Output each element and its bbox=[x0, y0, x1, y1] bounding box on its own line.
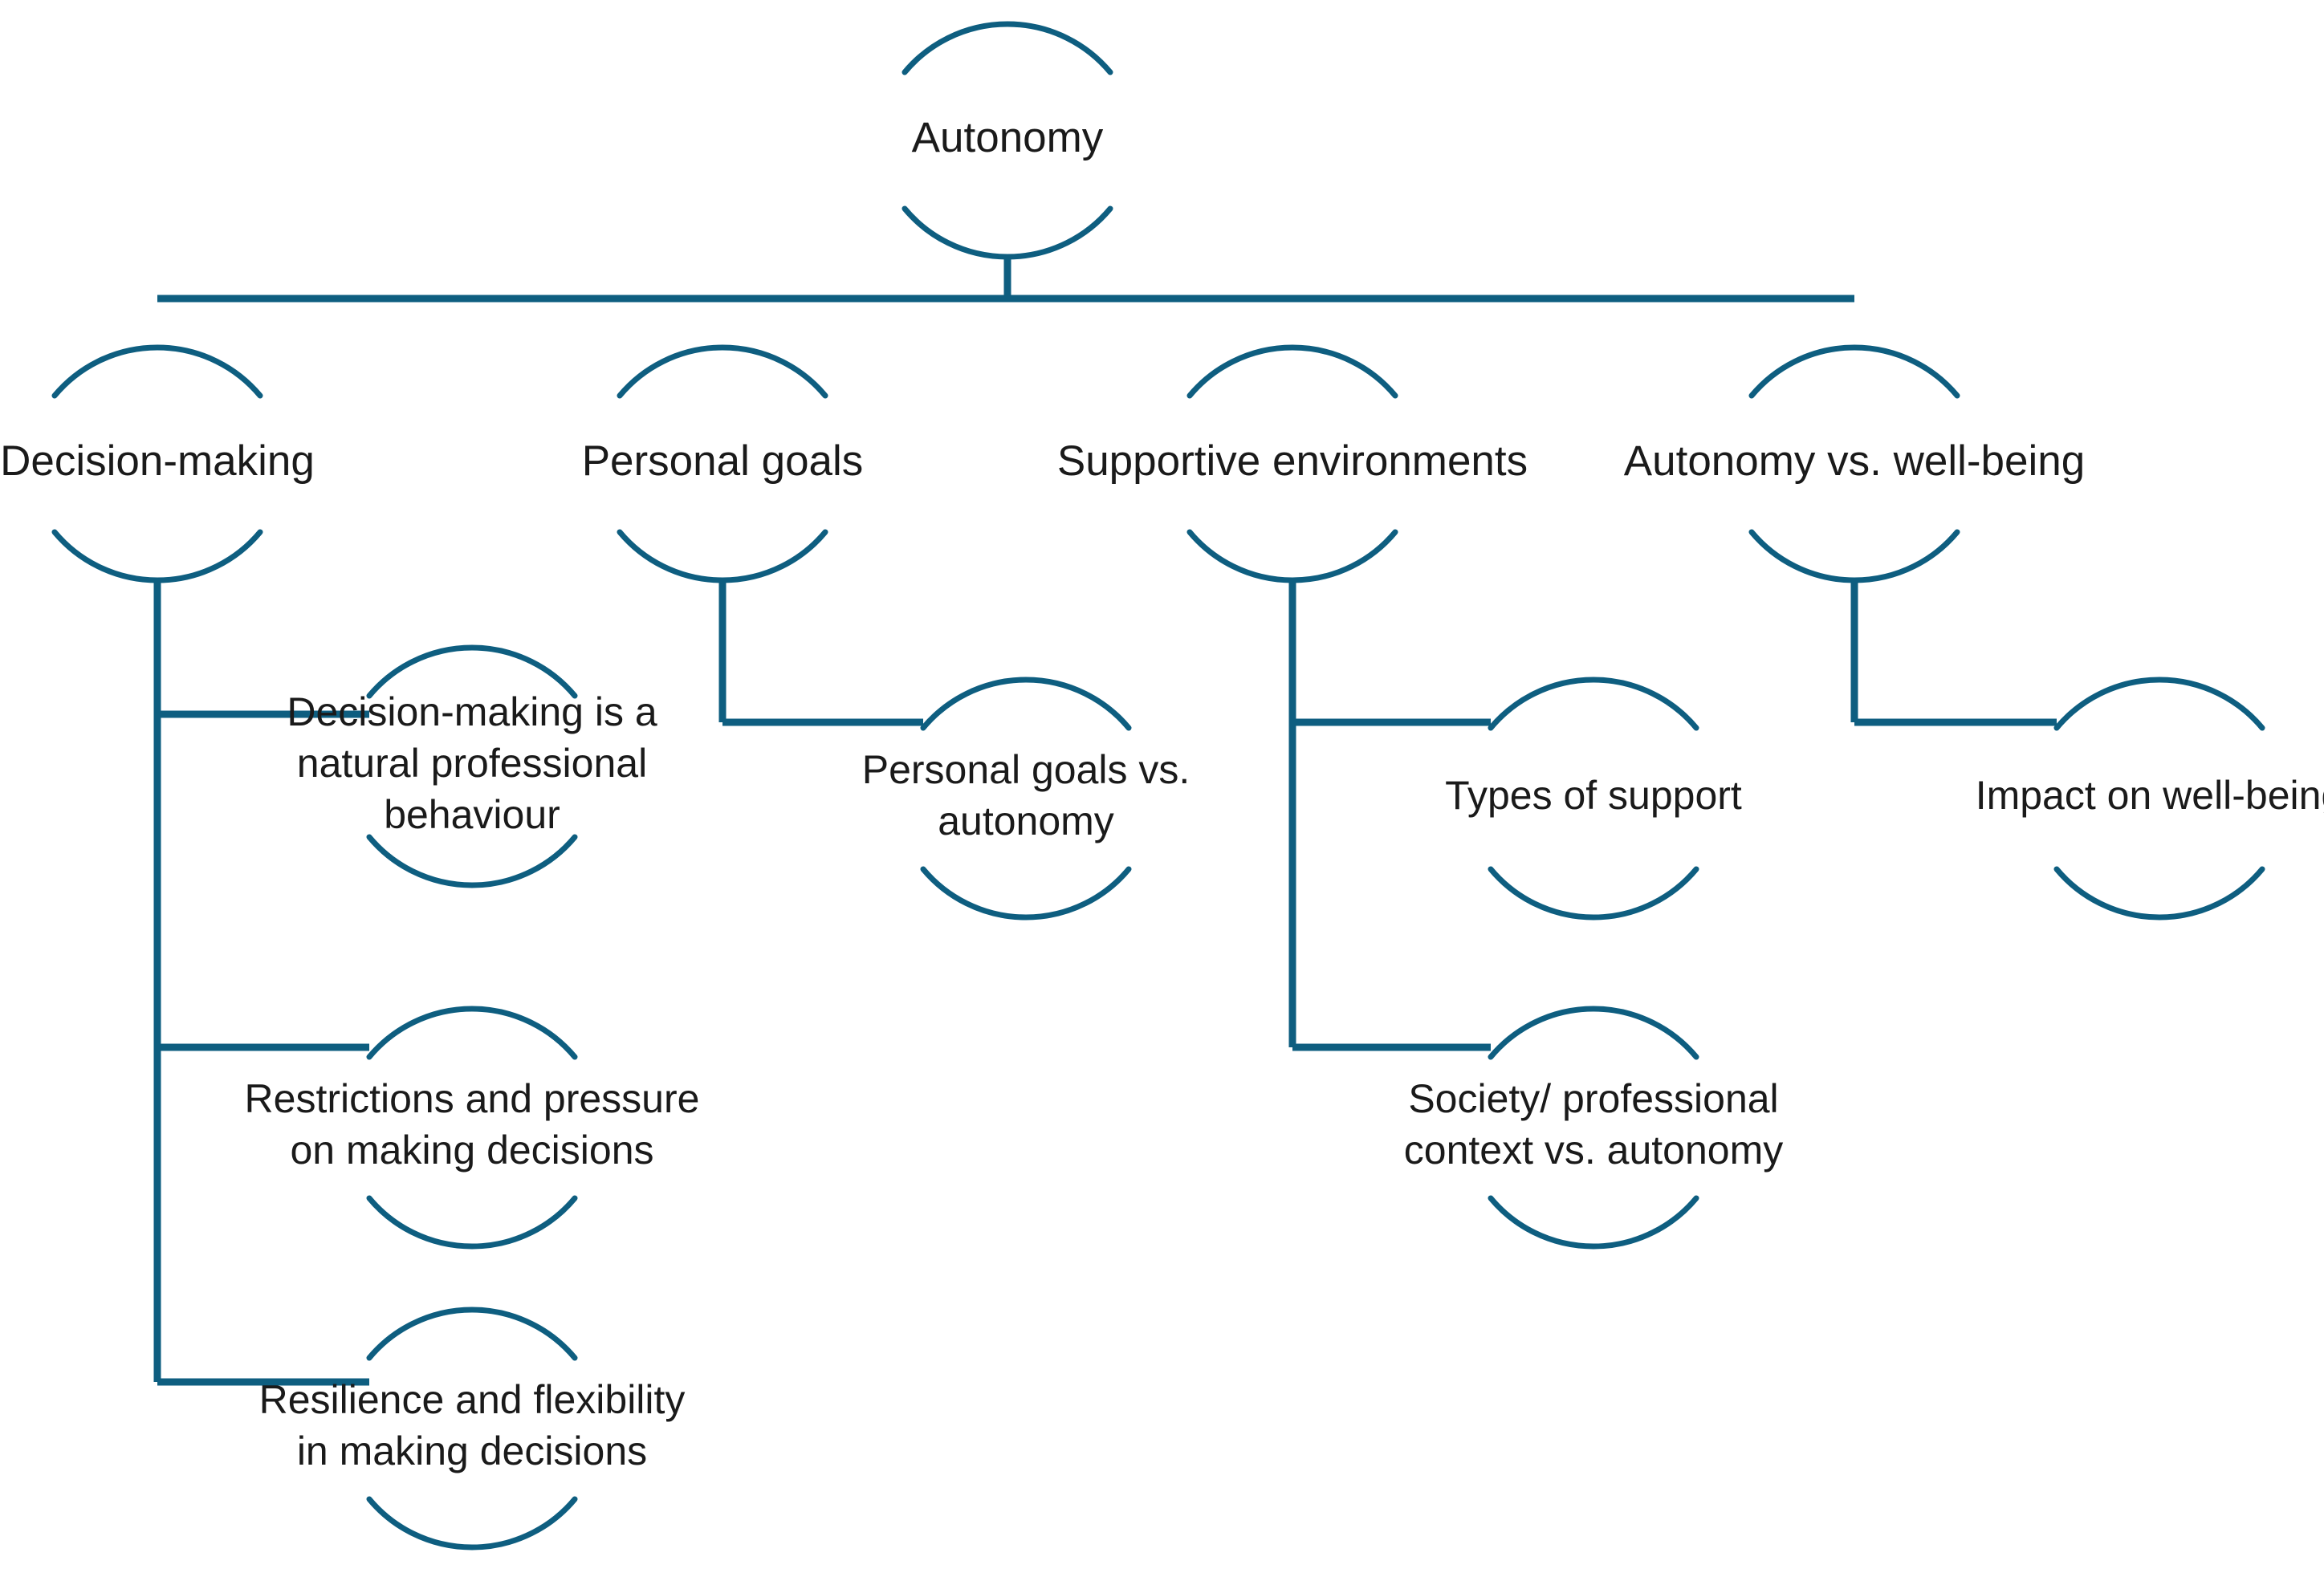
personal-goals-vs-autonomy-bottom-arc bbox=[920, 866, 1132, 921]
personal-goals-label-line: Personal goals bbox=[582, 437, 864, 485]
restrictions-pressure-bottom-arc bbox=[366, 1195, 578, 1250]
node-impact-on-well-being[interactable]: Impact on well-being bbox=[1976, 677, 2324, 921]
node-decision-making-natural[interactable]: Decision-making is a natural professional… bbox=[287, 644, 657, 888]
restrictions-pressure-label-line: on making decisions bbox=[290, 1128, 653, 1173]
types-of-support-bottom-arc bbox=[1488, 866, 1699, 921]
supportive-environments-top-arc bbox=[1186, 344, 1398, 399]
resilience-flexibility-top-arc bbox=[366, 1307, 578, 1361]
impact-on-well-being-label-line: Impact on well-being bbox=[1976, 773, 2324, 818]
decision-making-bottom-arc bbox=[51, 529, 263, 583]
resilience-flexibility-bottom-arc bbox=[366, 1496, 578, 1551]
node-restrictions-pressure[interactable]: Restrictions and pressure on making decis… bbox=[245, 1006, 700, 1250]
society-professional-context-label-line: Society/ professional bbox=[1408, 1076, 1778, 1121]
node-supportive-environments[interactable]: Supportive environments bbox=[1057, 344, 1528, 583]
node-decision-making[interactable]: Decision-making bbox=[0, 344, 315, 583]
resilience-flexibility-label-line: Resilience and flexibility bbox=[259, 1377, 686, 1422]
node-types-of-support[interactable]: Types of support bbox=[1445, 677, 1742, 921]
decision-making-natural-label-line: behaviour bbox=[384, 792, 560, 837]
restrictions-pressure-label-line: Restrictions and pressure bbox=[245, 1076, 700, 1121]
node-personal-goals[interactable]: Personal goals bbox=[582, 344, 864, 583]
impact-on-well-being-bottom-arc bbox=[2053, 866, 2265, 921]
types-of-support-top-arc bbox=[1488, 677, 1699, 731]
autonomy-vs-well-being-label-line: Autonomy vs. well-being bbox=[1624, 437, 2085, 485]
personal-goals-bottom-arc bbox=[617, 529, 828, 583]
personal-goals-top-arc bbox=[617, 344, 828, 399]
personal-goals-vs-autonomy-label-line: Personal goals vs. bbox=[862, 747, 1190, 792]
connectors-layer bbox=[153, 257, 2057, 1386]
decision-making-natural-label-line: natural professional bbox=[297, 741, 647, 786]
node-resilience-flexibility[interactable]: Resilience and flexibility in making deci… bbox=[259, 1307, 686, 1551]
decision-making-natural-top-arc bbox=[366, 644, 578, 699]
decision-making-top-arc bbox=[51, 344, 263, 399]
supportive-environments-label-line: Supportive environments bbox=[1057, 437, 1528, 485]
society-professional-context-top-arc bbox=[1488, 1006, 1699, 1060]
node-autonomy-vs-well-being[interactable]: Autonomy vs. well-being bbox=[1624, 344, 2085, 583]
root-autonomy-bottom-arc bbox=[902, 205, 1113, 260]
node-society-professional-context[interactable]: Society/ professional context vs. autonom… bbox=[1404, 1006, 1783, 1250]
society-professional-context-bottom-arc bbox=[1488, 1195, 1699, 1250]
restrictions-pressure-top-arc bbox=[366, 1006, 578, 1060]
root-autonomy-label-line: Autonomy bbox=[912, 114, 1104, 161]
root-autonomy-top-arc bbox=[902, 21, 1113, 75]
decision-making-natural-bottom-arc bbox=[366, 834, 578, 888]
autonomy-vs-well-being-bottom-arc bbox=[1748, 529, 1960, 583]
supportive-environments-bottom-arc bbox=[1186, 529, 1398, 583]
node-root-autonomy[interactable]: Autonomy bbox=[902, 21, 1113, 260]
society-professional-context-label-line: context vs. autonomy bbox=[1404, 1128, 1783, 1173]
decision-making-label-line: Decision-making bbox=[0, 437, 315, 485]
personal-goals-vs-autonomy-top-arc bbox=[920, 677, 1132, 731]
node-personal-goals-vs-autonomy[interactable]: Personal goals vs. autonomy bbox=[862, 677, 1190, 921]
resilience-flexibility-label-line: in making decisions bbox=[297, 1429, 647, 1473]
personal-goals-vs-autonomy-label-line: autonomy bbox=[938, 799, 1114, 843]
autonomy-vs-well-being-top-arc bbox=[1748, 344, 1960, 399]
types-of-support-label-line: Types of support bbox=[1445, 773, 1742, 818]
decision-making-natural-label-line: Decision-making is a bbox=[287, 689, 657, 734]
impact-on-well-being-top-arc bbox=[2053, 677, 2265, 731]
